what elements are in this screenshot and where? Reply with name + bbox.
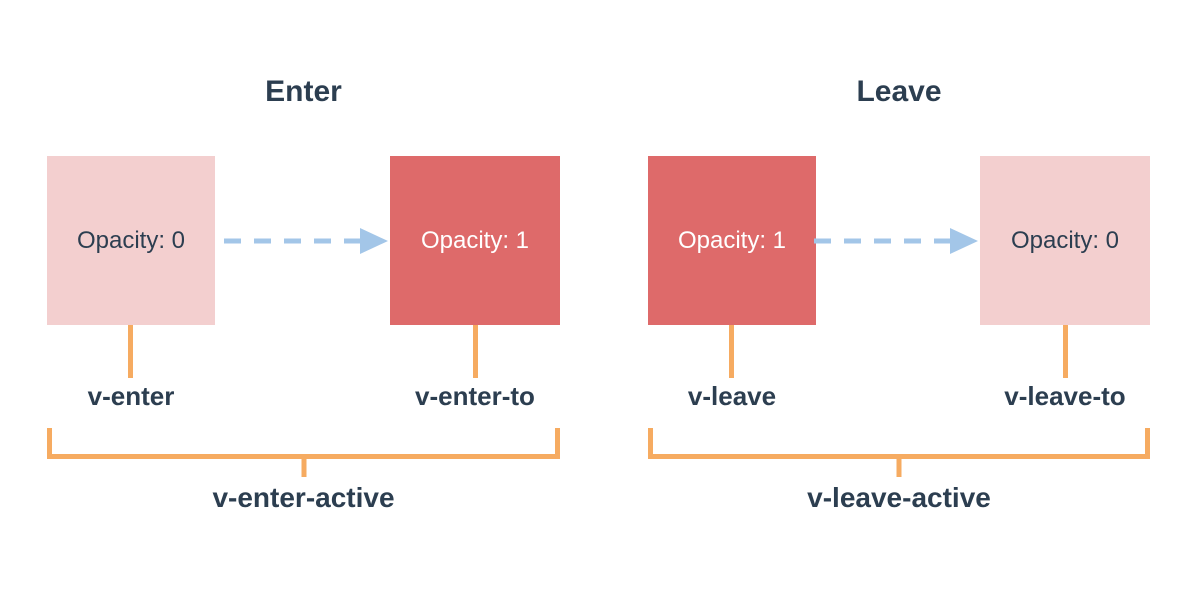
leave-start-connector-line [729, 325, 734, 378]
section-title-leave: Leave [856, 75, 942, 108]
bracket-right-tick [1145, 428, 1150, 459]
bracket-center-tick [896, 459, 902, 477]
leave-end-state-box: Opacity: 0 [980, 156, 1150, 325]
bracket-right-tick [555, 428, 560, 459]
dashed-arrow-right-icon [814, 228, 978, 254]
enter-end-connector-line [473, 325, 478, 378]
bracket-bar [47, 454, 560, 459]
leave-section: Leave Opacity: 1 Opacity: 0 v-leave v-le… [648, 0, 1150, 600]
enter-start-class-label: v-enter [87, 381, 175, 411]
section-title-enter: Enter [265, 75, 342, 108]
leave-start-class-label: v-leave [687, 381, 777, 411]
leave-active-class-label: v-leave-active [807, 482, 991, 513]
bracket-left-tick [648, 428, 653, 459]
leave-start-state-label: Opacity: 1 [677, 226, 787, 254]
leave-start-state-box: Opacity: 1 [648, 156, 816, 325]
enter-end-state-box: Opacity: 1 [390, 156, 560, 325]
bracket-left-tick [47, 428, 52, 459]
enter-start-state-box: Opacity: 0 [47, 156, 215, 325]
dashed-arrow-right-icon [224, 228, 388, 254]
enter-end-class-label: v-enter-to [415, 381, 535, 411]
leave-end-class-label: v-leave-to [1004, 381, 1126, 411]
bracket-bar [648, 454, 1150, 459]
bracket-center-tick [301, 459, 306, 477]
leave-end-connector-line [1063, 325, 1068, 378]
enter-active-class-label: v-enter-active [212, 482, 395, 513]
enter-end-state-label: Opacity: 1 [420, 226, 530, 254]
leave-end-state-label: Opacity: 0 [1010, 226, 1120, 254]
enter-start-connector-line [128, 325, 133, 378]
enter-section: Enter Opacity: 0 Opacity: 1 v-enter v-en… [47, 0, 560, 600]
enter-start-state-label: Opacity: 0 [76, 226, 186, 254]
